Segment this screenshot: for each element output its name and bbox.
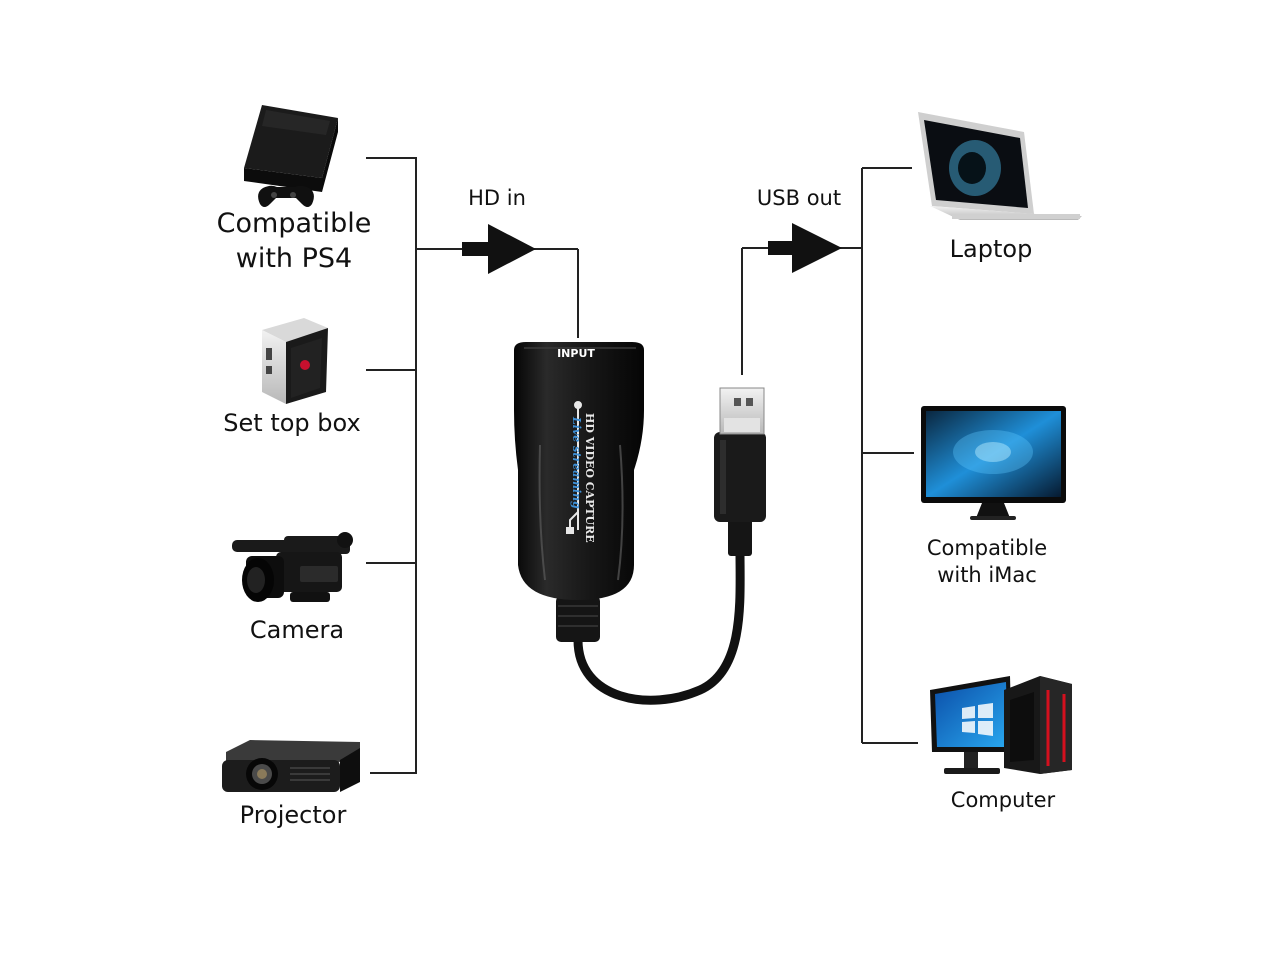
- laptop-icon: [918, 112, 1082, 220]
- device-input-label: INPUT: [546, 347, 606, 360]
- desktop-computer-icon: [930, 676, 1072, 774]
- imac-label-line1: Compatible: [887, 535, 1087, 562]
- set-top-box-icon: [262, 318, 328, 404]
- imac-label: Compatible with iMac: [887, 535, 1087, 590]
- usb-out-label: USB out: [739, 185, 859, 212]
- ps4-label-line2: with PS4: [194, 241, 394, 276]
- capture-device: [514, 342, 740, 700]
- imac-icon: [921, 406, 1066, 520]
- projector-icon: [222, 740, 360, 792]
- ps4-label: Compatible with PS4: [194, 206, 394, 276]
- set-top-box-label: Set top box: [192, 408, 392, 439]
- laptop-label: Laptop: [891, 234, 1091, 265]
- device-subtitle: Live streaming: [570, 417, 583, 509]
- usb-a-plug: [714, 388, 766, 556]
- hd-in-label: HD in: [447, 185, 547, 212]
- imac-label-line2: with iMac: [887, 562, 1087, 589]
- device-name: HD VIDEO CAPTURE: [583, 413, 596, 543]
- camcorder-icon: [232, 532, 353, 602]
- camera-label: Camera: [197, 615, 397, 646]
- ps4-label-line1: Compatible: [194, 206, 394, 241]
- usb-out-arrow: [768, 223, 842, 273]
- projector-label: Projector: [193, 800, 393, 831]
- ps4-console-icon: [244, 105, 338, 207]
- hd-in-arrow: [462, 224, 536, 274]
- computer-label: Computer: [903, 787, 1103, 814]
